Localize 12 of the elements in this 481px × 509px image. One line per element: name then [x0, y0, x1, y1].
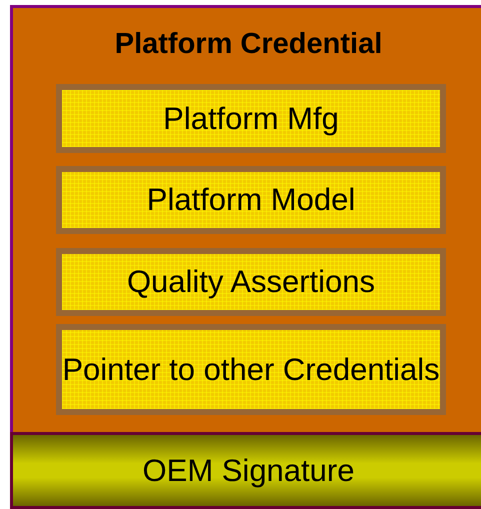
field-box [56, 248, 446, 316]
signature-label: OEM Signature [142, 452, 354, 488]
field-label: Platform Mfg [163, 100, 339, 138]
field-label: Quality Assertions [126, 263, 376, 301]
field-label: Platform Model [146, 181, 356, 219]
field-box [56, 84, 446, 153]
field-box [56, 324, 446, 415]
panel-title: Platform Credential [114, 28, 384, 61]
field-label: Pointer to other Credentials [62, 350, 440, 388]
signature-band [10, 432, 481, 509]
credential-panel [10, 5, 481, 509]
field-box [56, 166, 446, 234]
